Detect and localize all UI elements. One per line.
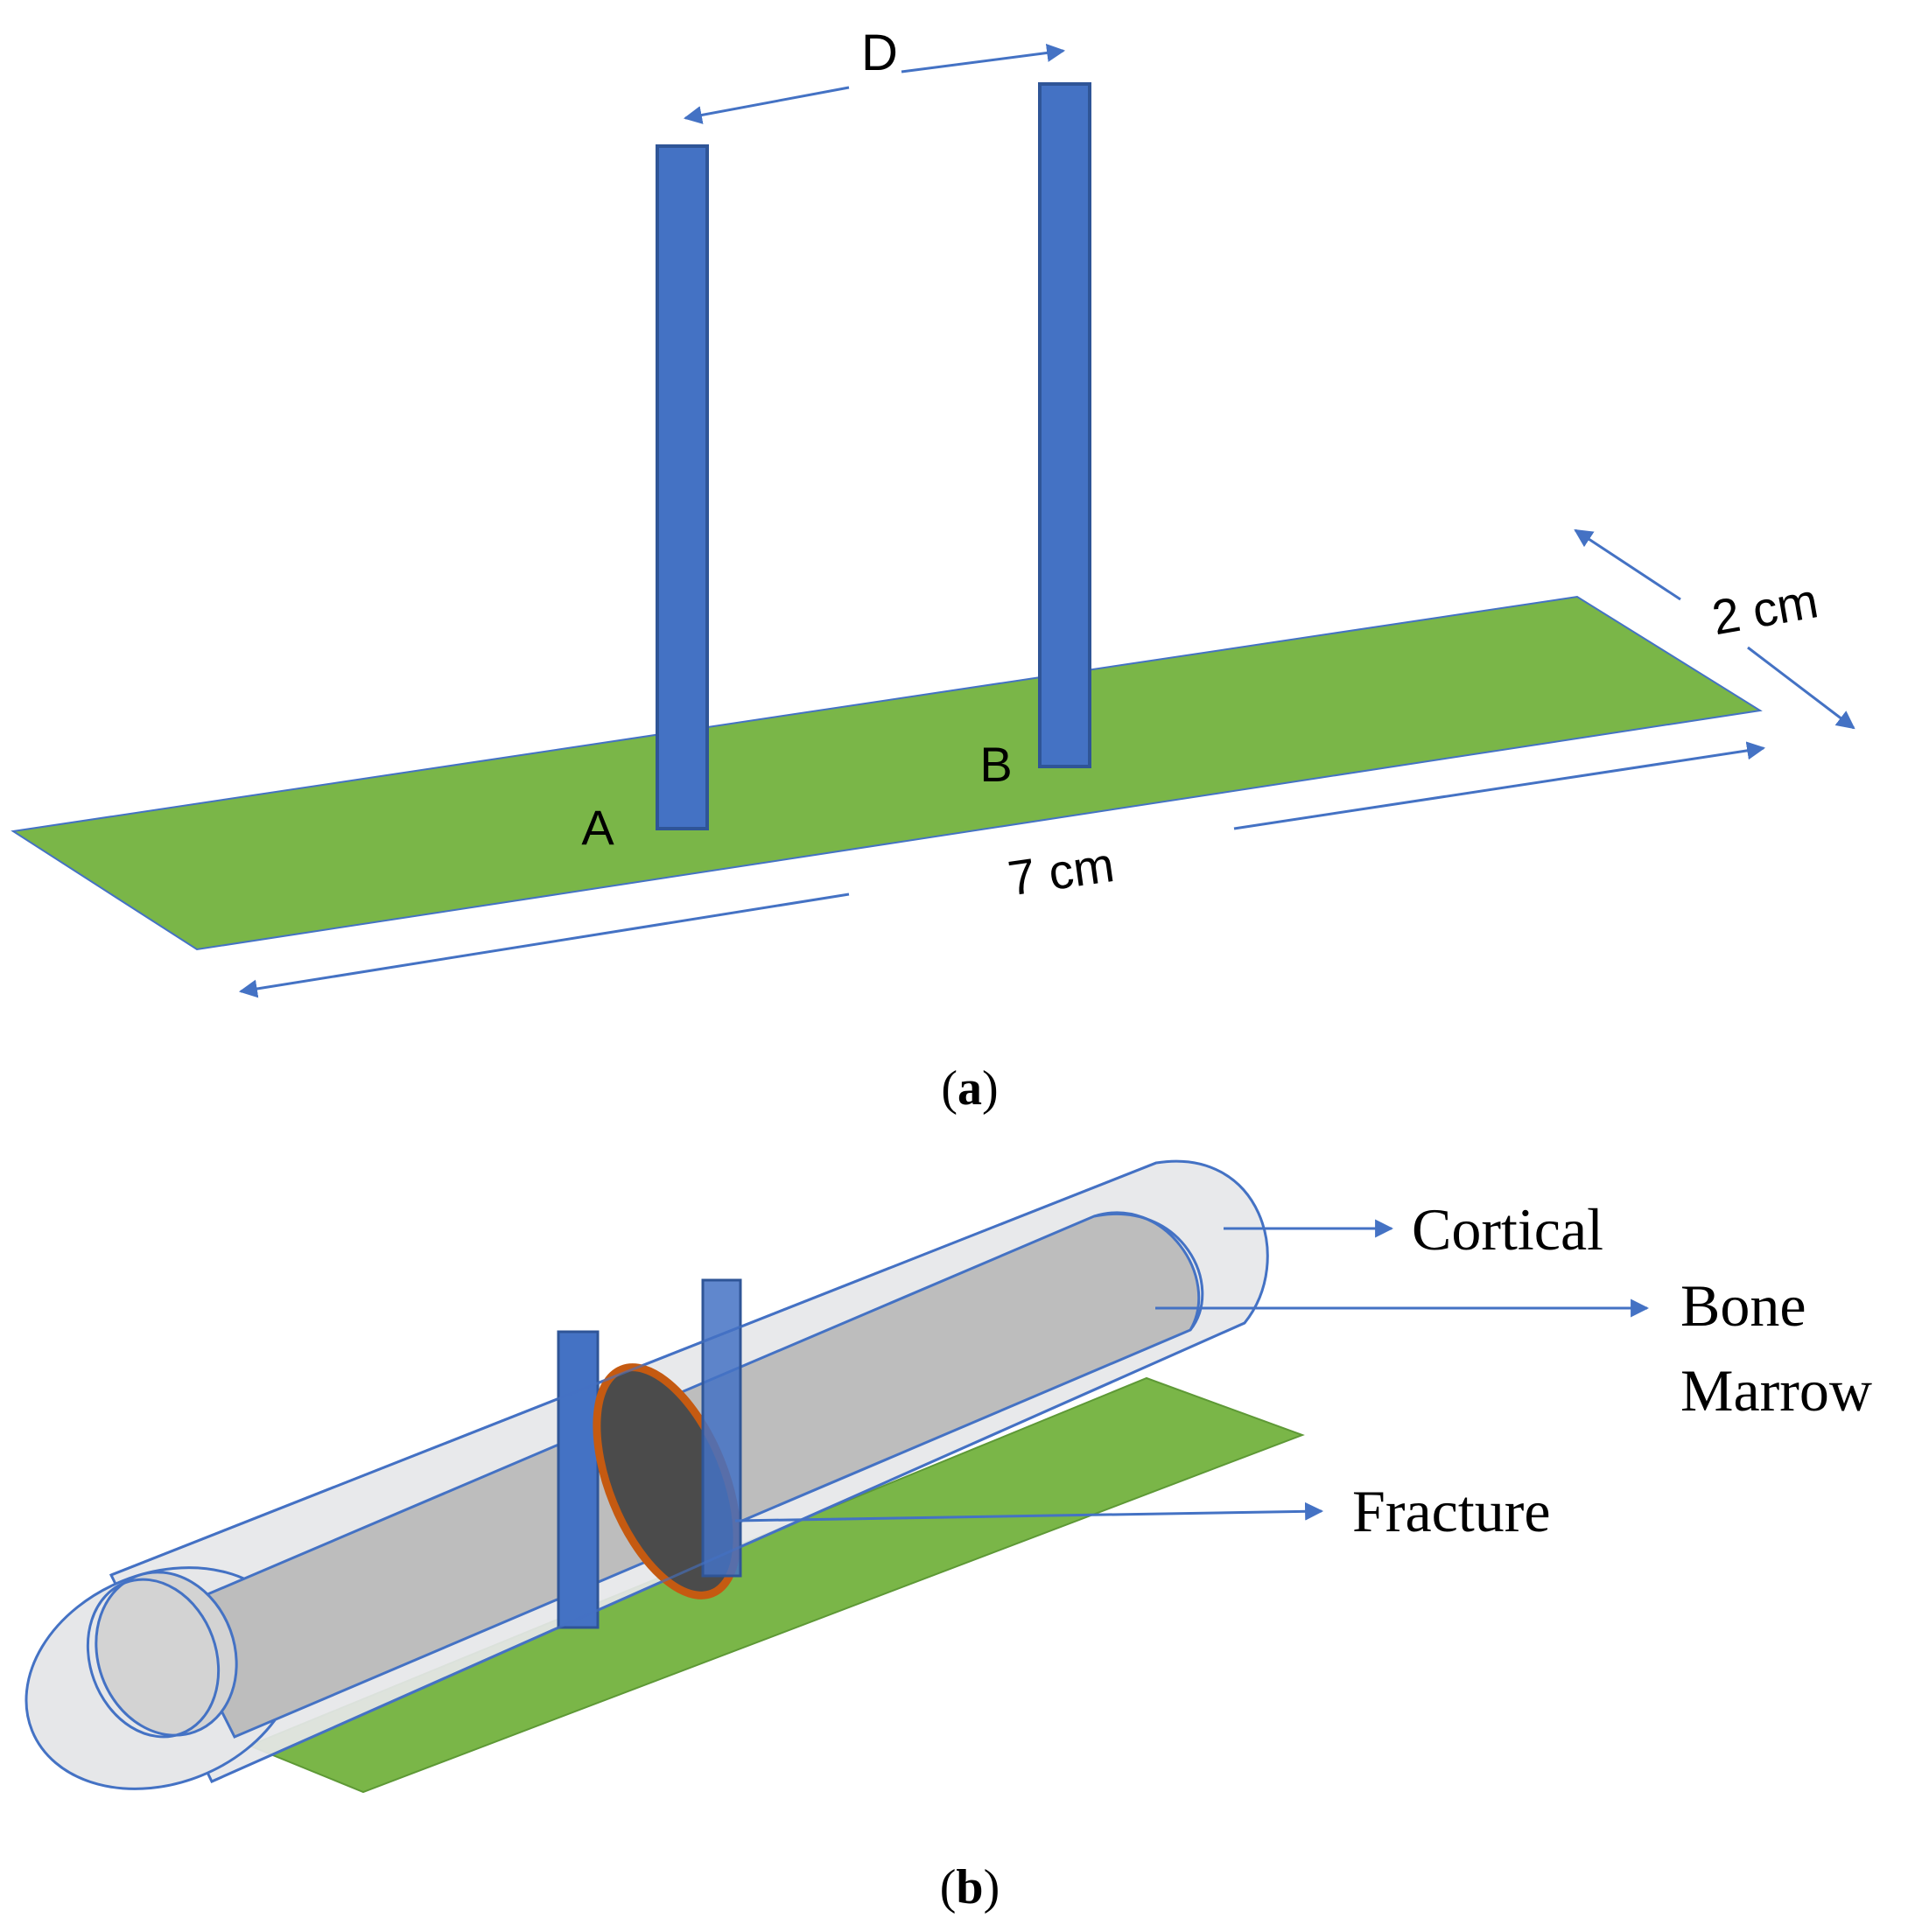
label-fracture: Fracture <box>1352 1478 1551 1544</box>
label-marrow: Marrow <box>1680 1357 1872 1424</box>
panel-a: D A B 7 cm 2 cm (a) <box>11 24 1855 1116</box>
width-2cm-arrow <box>1574 528 1855 730</box>
label-cortical: Cortical <box>1412 1196 1603 1263</box>
distance-d-arrow <box>683 44 1066 124</box>
label-point-a: A <box>581 800 614 855</box>
label-width: 2 cm <box>1708 572 1821 645</box>
pin-a <box>656 144 709 830</box>
pin-right <box>701 1278 742 1578</box>
caption-b: (b) <box>940 1860 1000 1914</box>
pin-b <box>1038 82 1091 768</box>
panel-b: Cortical Bone Marrow Fracture (b) <box>25 1159 1872 1914</box>
label-length: 7 cm <box>1005 836 1118 906</box>
pin-left <box>557 1330 600 1629</box>
length-7cm-arrow <box>238 741 1766 998</box>
plate-a <box>11 595 1763 951</box>
fracture-pointer <box>734 1502 1324 1522</box>
label-d: D <box>861 24 898 81</box>
caption-a: (a) <box>941 1061 998 1116</box>
label-bone: Bone <box>1680 1272 1806 1339</box>
label-point-b: B <box>979 737 1012 792</box>
